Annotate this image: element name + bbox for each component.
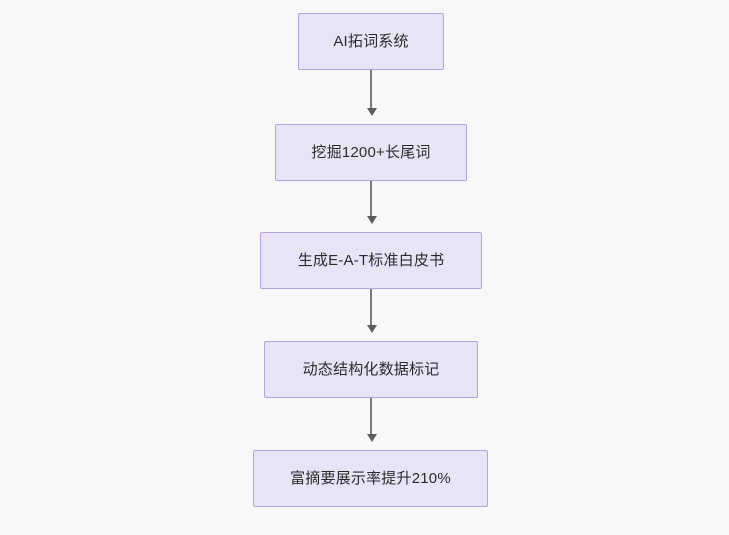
flow-node-label: 富摘要展示率提升210% — [290, 470, 451, 487]
flow-edge-line — [370, 398, 372, 435]
flow-node-label: 生成E-A-T标准白皮书 — [297, 252, 445, 269]
flow-edge-line — [370, 181, 372, 217]
arrow-down-icon — [367, 325, 377, 333]
arrow-down-icon — [367, 216, 377, 224]
flow-node-dynamic-structured-data-markup[interactable]: 动态结构化数据标记 — [264, 341, 478, 398]
arrow-down-icon — [367, 108, 377, 116]
flow-node-generate-eat-whitepaper[interactable]: 生成E-A-T标准白皮书 — [260, 232, 482, 289]
flow-edge-line — [370, 70, 372, 109]
flow-node-rich-snippet-rate-increase[interactable]: 富摘要展示率提升210% — [253, 450, 488, 507]
flow-node-mine-longtail-keywords[interactable]: 挖掘1200+长尾词 — [275, 124, 467, 181]
flow-edge-line — [370, 289, 372, 326]
flow-node-label: AI拓词系统 — [333, 33, 409, 50]
flow-node-label: 动态结构化数据标记 — [302, 361, 440, 378]
flow-node-label: 挖掘1200+长尾词 — [311, 144, 431, 161]
flow-node-ai-keyword-system[interactable]: AI拓词系统 — [298, 13, 444, 70]
arrow-down-icon — [367, 434, 377, 442]
